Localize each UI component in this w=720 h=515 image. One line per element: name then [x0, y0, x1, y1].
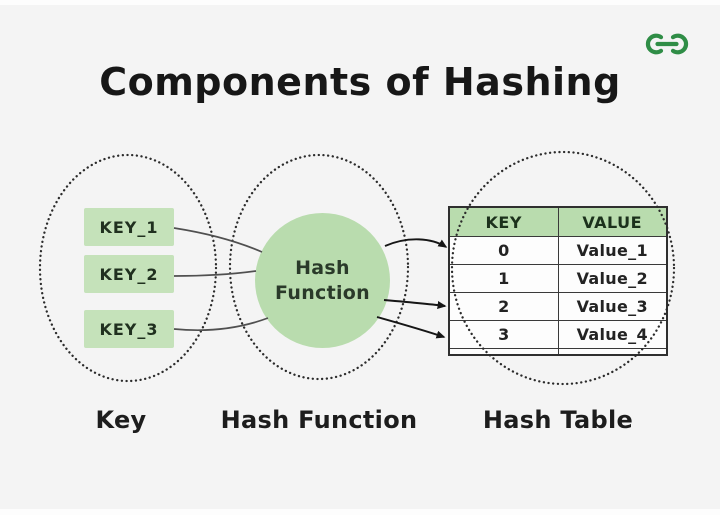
table-cell-value-3: Value_4 — [557, 320, 668, 349]
key-box-2: KEY_2 — [84, 255, 174, 293]
connector-key1 — [173, 227, 263, 253]
caption-hash-table: Hash Table — [482, 406, 634, 434]
table-cell-key-0: 0 — [448, 236, 559, 265]
table-cell-key-1: 1 — [448, 264, 559, 293]
hash-table-header-row: KEY VALUE — [448, 206, 668, 237]
arrow-to-row0 — [384, 238, 448, 248]
table-row: 0 Value_1 — [448, 236, 668, 265]
table-footer-cell — [557, 348, 668, 356]
table-row: 1 Value_2 — [448, 264, 668, 293]
bottom-edge-strip — [0, 509, 720, 515]
arrow-to-row2 — [383, 299, 447, 309]
key-box-1: KEY_1 — [84, 208, 174, 246]
caption-hash-function: Hash Function — [220, 406, 418, 434]
table-row: 2 Value_3 — [448, 292, 668, 321]
hash-function-node: Hash Function — [255, 213, 390, 348]
hash-function-node-line2: Function — [275, 281, 370, 304]
table-footer-strip — [448, 348, 668, 356]
hash-table-col-key: KEY — [448, 206, 559, 237]
table-cell-key-2: 2 — [448, 292, 559, 321]
table-cell-value-1: Value_2 — [557, 264, 668, 293]
hash-function-node-line1: Hash — [295, 256, 350, 279]
top-edge-strip — [0, 0, 720, 5]
arrow-to-row3 — [376, 316, 446, 339]
hash-table: KEY VALUE 0 Value_1 1 Value_2 2 Value_3 … — [448, 206, 668, 356]
table-row: 3 Value_4 — [448, 320, 668, 349]
table-footer-cell — [448, 348, 559, 356]
caption-key: Key — [95, 406, 147, 434]
table-cell-key-3: 3 — [448, 320, 559, 349]
connector-key2 — [173, 270, 257, 277]
geeksforgeeks-logo — [645, 29, 689, 59]
table-cell-value-2: Value_3 — [557, 292, 668, 321]
table-cell-value-0: Value_1 — [557, 236, 668, 265]
connector-key3 — [173, 317, 269, 332]
page-title: Components of Hashing — [99, 60, 621, 104]
key-box-3: KEY_3 — [84, 310, 174, 348]
hash-table-col-value: VALUE — [557, 206, 668, 237]
